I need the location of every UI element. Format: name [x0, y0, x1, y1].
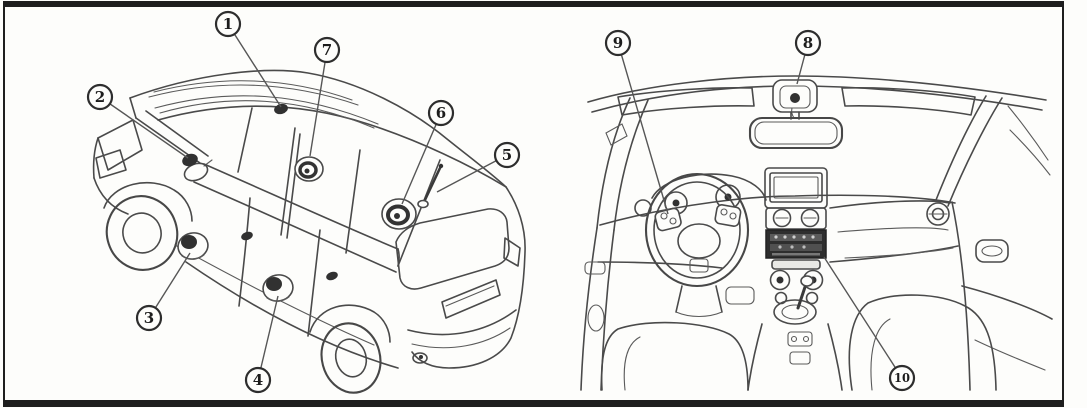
left-door-panel: [580, 227, 615, 391]
car-front-end: [92, 119, 143, 215]
callout-4-number: 4: [253, 371, 263, 389]
a-pillar-left: [596, 97, 649, 231]
climate-controls: [769, 269, 824, 305]
glovebox-area: [829, 200, 951, 226]
driver-seat: [600, 286, 755, 391]
interior-view: [580, 75, 1053, 391]
callout-7-circle: [313, 36, 341, 64]
front-door-speaker: [177, 232, 209, 260]
car-windshield: [129, 97, 209, 164]
car-roof: [129, 69, 507, 188]
steering-wheel: [644, 172, 750, 318]
rearview-mirror: [748, 111, 844, 150]
exterior-view: [92, 69, 526, 394]
callout-1-number: 1: [223, 15, 233, 33]
callout-6-number: 6: [436, 104, 446, 122]
callout-leader-line: [309, 49, 328, 157]
rear-wheel: [309, 304, 391, 394]
callout-8-number: 8: [803, 34, 813, 52]
callout-leader-line: [617, 42, 669, 215]
callout-2-circle: [86, 83, 114, 111]
callout-3-circle: [135, 304, 163, 332]
center-vents: [765, 207, 827, 230]
callout-10-number: 10: [894, 371, 910, 385]
callout-layer: 1 2 7 6 5 3 4 9 8 10: [86, 10, 916, 394]
callout-leader-line: [401, 112, 442, 205]
callout-leader-line: [257, 295, 279, 381]
instrument-cluster: [634, 173, 767, 217]
audio-head-unit: [765, 229, 827, 270]
right-door-panel: [961, 129, 1053, 371]
callout-1-circle: [214, 10, 242, 38]
center-console: [747, 323, 843, 391]
a-pillar-right: [935, 95, 1049, 207]
rear-door-speaker: [262, 274, 294, 302]
rod-antenna: [417, 163, 444, 209]
callout-7-number: 7: [322, 41, 332, 59]
gear-shifter: [773, 275, 817, 325]
callout-leader-line: [99, 96, 189, 159]
callout-10-circle: [888, 364, 916, 392]
car-rear-end: [395, 186, 526, 369]
callout-6-circle: [427, 99, 455, 127]
passenger-seat: [848, 294, 997, 391]
callout-8-circle: [794, 29, 822, 57]
callout-2-number: 2: [95, 88, 105, 106]
callout-4-circle: [244, 366, 272, 394]
callout-leader-line: [436, 154, 508, 193]
roof-antenna-base: [274, 103, 288, 115]
microphone-unit: [772, 79, 818, 119]
callout-3-number: 3: [144, 309, 154, 327]
sun-visor-right: [841, 87, 976, 116]
front-pillar-speaker: [294, 156, 324, 182]
steering-audio-controls: [654, 204, 742, 232]
callout-9-circle: [604, 29, 632, 57]
callout-9-number: 9: [613, 34, 623, 52]
front-wheel: [103, 181, 193, 271]
callout-5-number: 5: [502, 146, 512, 164]
callout-leader-line: [823, 256, 903, 379]
figure-border-frame: [3, 1, 1064, 407]
callout-leader-line: [227, 23, 282, 108]
callout-5-circle: [493, 141, 521, 169]
sun-visor-left: [617, 87, 755, 116]
center-display: [764, 167, 828, 209]
rear-speaker: [381, 198, 417, 230]
car-side-windows: [193, 107, 441, 273]
